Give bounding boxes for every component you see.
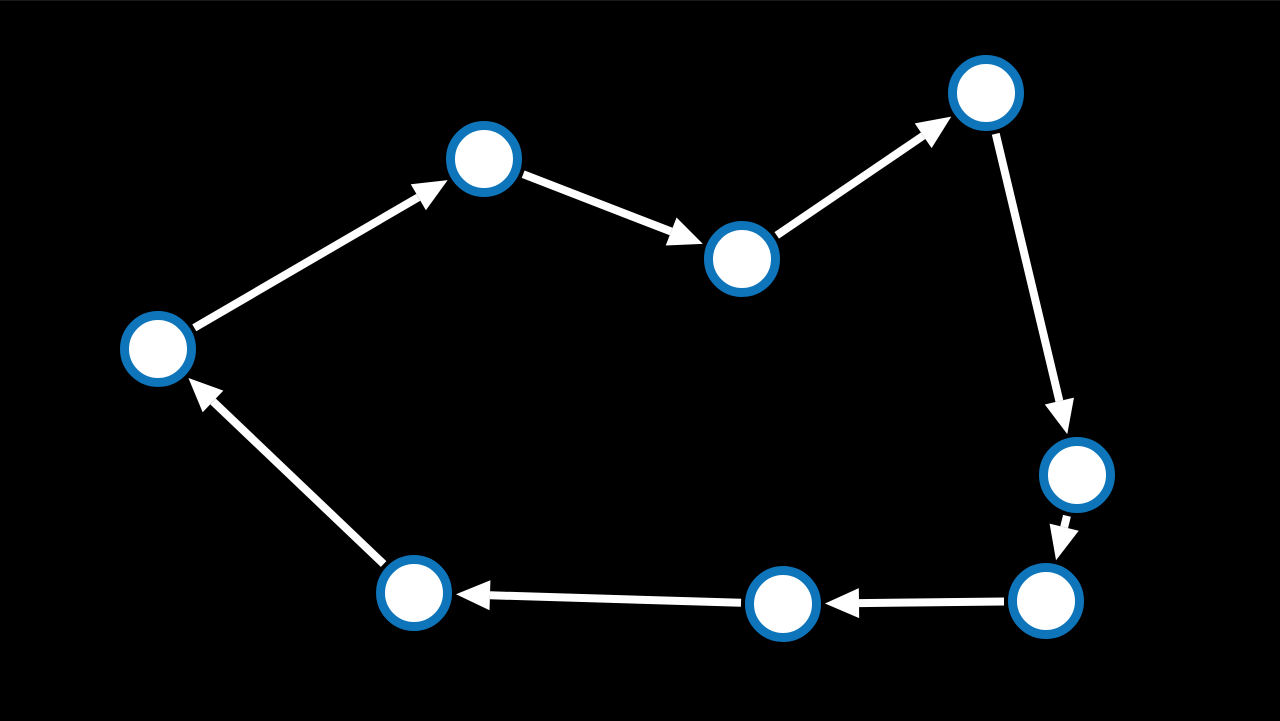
edge-line — [858, 597, 1005, 608]
node-ring — [120, 311, 196, 387]
node-ring — [745, 566, 821, 642]
node-fill — [708, 225, 776, 293]
graph-node[interactable] — [745, 566, 821, 642]
node-ring — [1008, 563, 1084, 639]
graph-node[interactable] — [376, 555, 452, 631]
edge-arrowhead-icon — [410, 180, 448, 211]
node-fill — [380, 559, 448, 627]
graph-edge[interactable] — [1049, 514, 1079, 561]
node-fill — [124, 315, 192, 383]
graph-edge[interactable] — [455, 580, 742, 611]
edge-line — [774, 132, 926, 239]
node-fill — [749, 570, 817, 638]
edge-arrowhead-icon — [914, 116, 952, 149]
edge-line — [489, 591, 742, 607]
node-fill — [1012, 567, 1080, 635]
graph-edge[interactable] — [521, 170, 703, 246]
edge-arrowhead-icon — [1044, 397, 1074, 435]
edge-arrowhead-icon — [824, 588, 860, 619]
graph-node[interactable] — [948, 55, 1024, 131]
graph-edge[interactable] — [824, 588, 1005, 619]
node-ring — [1039, 437, 1115, 513]
graph-edge[interactable] — [774, 116, 952, 239]
edge-arrowhead-icon — [1049, 523, 1079, 561]
edge-layer — [188, 116, 1079, 619]
node-layer — [120, 55, 1115, 642]
graph-node[interactable] — [1039, 437, 1115, 513]
node-ring — [948, 55, 1024, 131]
graph-edge[interactable] — [188, 377, 387, 567]
graph-edge[interactable] — [991, 132, 1074, 435]
edge-arrowhead-icon — [455, 580, 491, 611]
graph-node[interactable] — [446, 121, 522, 197]
graph-edge[interactable] — [192, 180, 448, 332]
node-fill — [952, 59, 1020, 127]
node-fill — [450, 125, 518, 193]
node-fill — [1043, 441, 1111, 509]
edge-line — [1060, 514, 1071, 529]
edge-line — [991, 132, 1064, 402]
edge-arrowhead-icon — [188, 377, 224, 413]
edge-line — [521, 170, 673, 236]
edge-line — [192, 193, 421, 332]
node-ring — [376, 555, 452, 631]
graph-node[interactable] — [1008, 563, 1084, 639]
edge-arrowhead-icon — [665, 217, 703, 246]
node-ring — [446, 121, 522, 197]
graph-node[interactable] — [120, 311, 196, 387]
edge-line — [210, 398, 387, 567]
graph-node[interactable] — [704, 221, 780, 297]
node-ring — [704, 221, 780, 297]
